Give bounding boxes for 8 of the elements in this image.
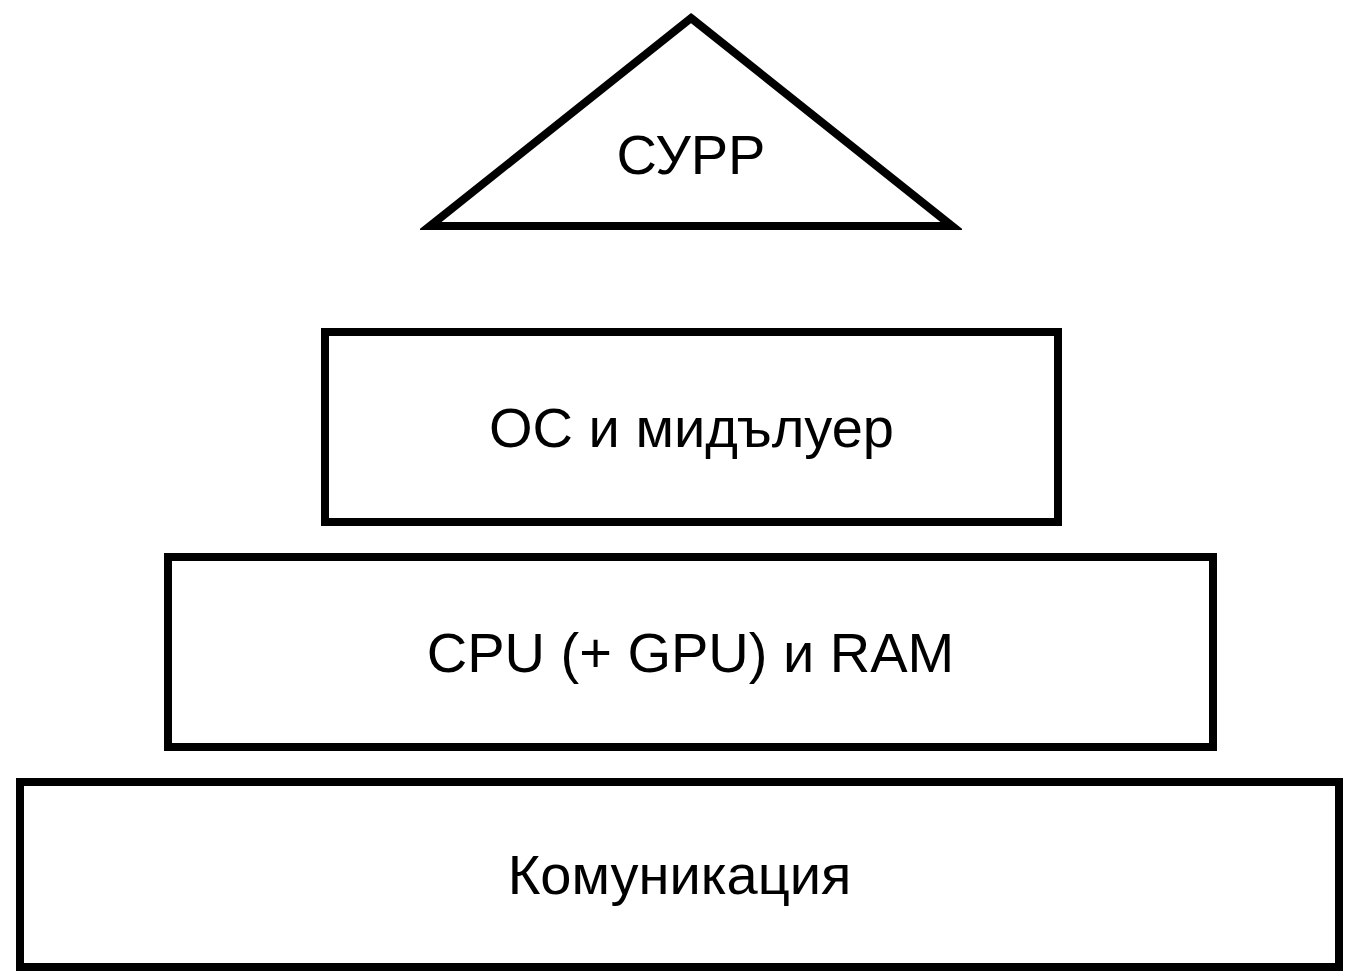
triangle-shape <box>420 12 962 232</box>
layer-label: ОС и мидълуер <box>489 394 894 460</box>
layer-label: СУРР <box>616 122 766 187</box>
layer-box <box>16 778 1343 971</box>
layer-label: CPU (+ GPU) и RAM <box>426 619 955 685</box>
layer-box <box>321 328 1062 526</box>
layer-box <box>164 553 1217 751</box>
layer-label: Комуникация <box>507 842 852 907</box>
